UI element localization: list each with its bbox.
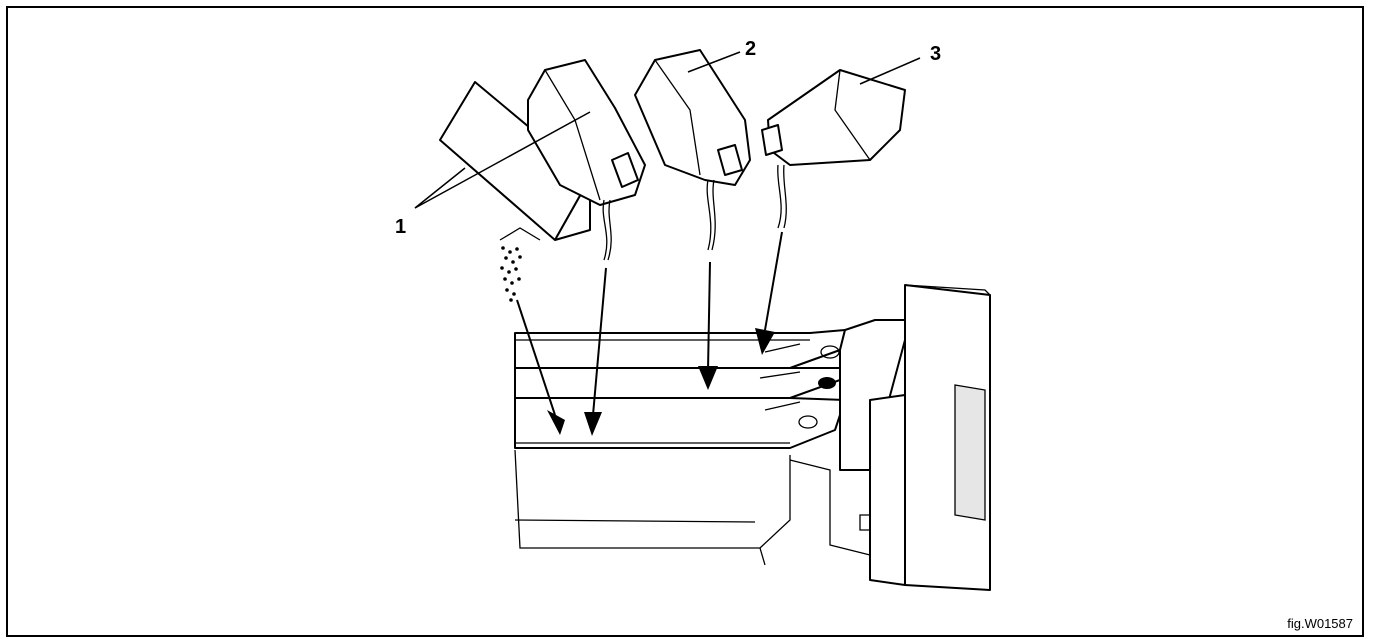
compartment-1 <box>514 397 846 449</box>
arrow-line <box>516 299 556 416</box>
callout-leaders <box>414 51 921 209</box>
liquid-container-2 <box>634 49 751 251</box>
arrow-line <box>707 261 711 371</box>
figure-code: fig.W01587 <box>1287 616 1353 631</box>
arrow-line <box>764 231 783 331</box>
hole-icon <box>818 377 836 389</box>
fill-arrows <box>516 231 783 436</box>
callout-3: 3 <box>930 43 941 65</box>
arrowhead-icon <box>584 412 602 436</box>
callout-1: 1 <box>395 216 406 238</box>
drawer-handle <box>859 284 991 591</box>
liquid-container-3 <box>761 69 906 229</box>
dispenser-drawer <box>514 284 991 591</box>
arrowhead-icon <box>547 410 565 435</box>
hole-icon <box>798 415 818 429</box>
arrowhead-icon <box>755 328 775 355</box>
powder-particles <box>500 246 522 302</box>
arrowhead-icon <box>698 366 718 390</box>
callout-2: 2 <box>745 38 756 60</box>
compartment-2 <box>514 367 841 399</box>
compartment-3 <box>514 329 846 369</box>
arrow-line <box>592 267 607 416</box>
